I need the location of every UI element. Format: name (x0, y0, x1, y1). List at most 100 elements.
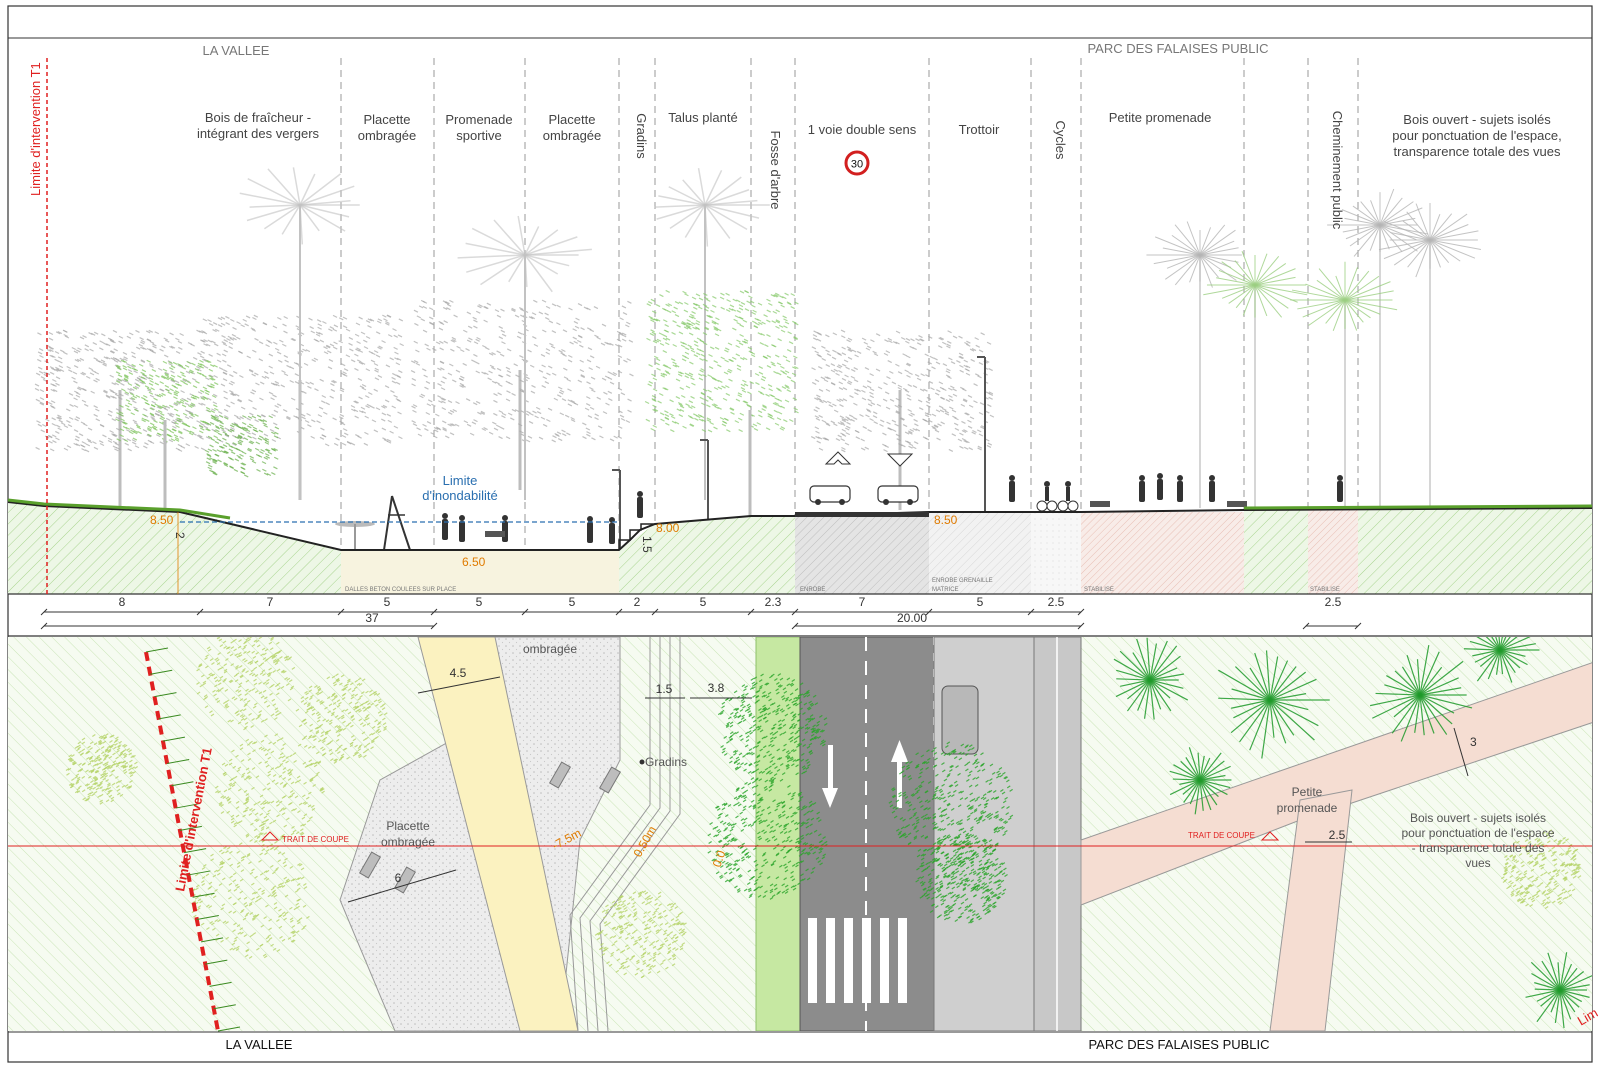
palm-0 (239, 167, 360, 500)
plan-palm-3 (1463, 637, 1540, 683)
plan-dim-1-5: 1.5 (645, 682, 685, 699)
cross-section: Limite d'intervention T1 LA VALLEE PARC … (7, 41, 1593, 630)
plan-tree-dark-0 (717, 673, 828, 784)
zone-label-1-0: Placette (364, 112, 411, 127)
plan-tree-light-0 (196, 637, 296, 731)
dimension-total-0: 37 (365, 611, 379, 625)
person-6 (1009, 475, 1015, 502)
zone-label-12-0: Bois ouvert - sujets isolés (1403, 112, 1551, 127)
section-vegetation (34, 167, 1482, 551)
dimension-6: 5 (700, 595, 707, 609)
speed-limit-sign: 30 (844, 150, 870, 176)
park-palm-1 (1203, 250, 1308, 508)
plan-petite-promenade-1: Petite (1292, 785, 1323, 799)
green-canopy-2 (644, 289, 799, 433)
plan-palm-5 (1525, 952, 1592, 1029)
zone-label-12-2: transparence totale des vues (1394, 144, 1561, 159)
plan-petite-promenade-2: promenade (1277, 801, 1338, 815)
plan-tree-light-6 (1501, 829, 1582, 909)
limit-ticks (145, 647, 241, 1032)
person-1 (459, 515, 465, 542)
cut-marker-right (1260, 831, 1280, 841)
bench-2 (1227, 501, 1247, 507)
gradins-steps (569, 637, 681, 1031)
person-3 (587, 516, 593, 543)
person-0 (442, 513, 448, 540)
dimension-8: 7 (859, 595, 866, 609)
park-ground-a (1244, 510, 1308, 594)
park-palm-3 (1290, 261, 1398, 508)
lane-arrow-up (891, 740, 908, 808)
plan-placette-label-1: Placette (386, 819, 430, 833)
dimension-4: 5 (569, 595, 576, 609)
plan-dim-4-5: 4.5 (417, 666, 501, 694)
bg-canopy-1 (199, 314, 404, 447)
dim-tick-6 (651, 608, 659, 616)
zone-label-1-1: ombragée (358, 128, 417, 143)
zone-label-7-0: 1 voie double sens (808, 122, 917, 137)
dim-tick-1 (196, 608, 204, 616)
dim-tick-0 (40, 608, 48, 616)
plan-bois-ouvert-3: - transparence totale des (1412, 841, 1545, 855)
zone-label-11-0: Cheminement public (1330, 111, 1345, 230)
material-note-dalles: DALLES BETON COULEES SUR PLACE (345, 587, 456, 593)
plan-tree-dark-1 (707, 778, 828, 900)
petite-promenade-path (1080, 662, 1592, 906)
zone-label-10-0: Petite promenade (1109, 110, 1212, 125)
gradins-marker (639, 759, 645, 765)
cyclist-0 (1036, 481, 1058, 512)
intervention-limit-label: Limite d'intervention T1 (28, 62, 43, 196)
bg-canopy-2 (410, 299, 634, 443)
dimension-3: 5 (476, 595, 483, 609)
dim-tick-5 (615, 608, 623, 616)
zone-label-6-0: Fosse d'arbre (768, 130, 783, 209)
zone-dividers (340, 58, 1359, 590)
play-structure (335, 495, 411, 551)
zone-label-3-1: ombragée (543, 128, 602, 143)
plan-bois-ouvert-4: vues (1465, 856, 1490, 870)
dimension-1: 7 (267, 595, 274, 609)
person-4 (609, 517, 615, 544)
plan-tree-light-4 (65, 733, 139, 805)
street-lamp-1 (977, 356, 986, 512)
park-palm-2 (1327, 188, 1429, 508)
dimension-11: 2.5 (1325, 595, 1342, 609)
section-gradins-steps (618, 523, 655, 550)
plan-right-area-title: PARC DES FALAISES PUBLIC (1088, 1037, 1269, 1052)
cut-marker-left (260, 831, 280, 841)
plan-tree-dark-3 (915, 833, 1008, 924)
plan-tree-light-2 (214, 733, 325, 844)
cheminement-path (1269, 789, 1353, 1031)
person-5 (637, 491, 643, 518)
material-note-matrice: MATRICE (932, 587, 959, 593)
lane-arrow-down (822, 745, 838, 808)
elevation-placette: 6.50 (462, 555, 486, 569)
material-note-grenaille: ENROBE GRENAILLE (932, 578, 993, 584)
promenade-ground (1081, 512, 1244, 594)
dimension-5: 2 (634, 595, 641, 609)
bench-0 (485, 531, 505, 537)
green-canopy-0 (115, 359, 219, 443)
path-ground (1308, 510, 1358, 594)
dim-tick-11 (1077, 608, 1085, 616)
cycle-ground (1031, 512, 1081, 594)
plan-left-area-title: LA VALLEE (226, 1037, 293, 1052)
dim-tick-2 (337, 608, 345, 616)
placette-slab (341, 550, 619, 594)
bg-canopy-0 (34, 329, 208, 453)
cut-label-left: TRAIT DE COUPE (282, 835, 349, 844)
elevation-valley: 8.50 (150, 513, 174, 527)
palm-2 (654, 168, 770, 500)
zone-label-0-1: intégrant des vergers (197, 126, 320, 141)
plan-bois-ouvert-1: Bois ouvert - sujets isolés (1410, 811, 1546, 825)
zone-label-2-0: Promenade (445, 112, 512, 127)
section-arrow-up (824, 451, 852, 465)
dim-tick-4 (521, 608, 529, 616)
sidewalk-ground (929, 512, 1031, 594)
park-palm-0 (1146, 221, 1242, 508)
street-lamp-0 (700, 439, 709, 520)
small-dim-1-5: 1.5 (640, 536, 654, 553)
section-car-0 (809, 485, 851, 505)
zone-label-5-0: Talus planté (668, 110, 737, 125)
